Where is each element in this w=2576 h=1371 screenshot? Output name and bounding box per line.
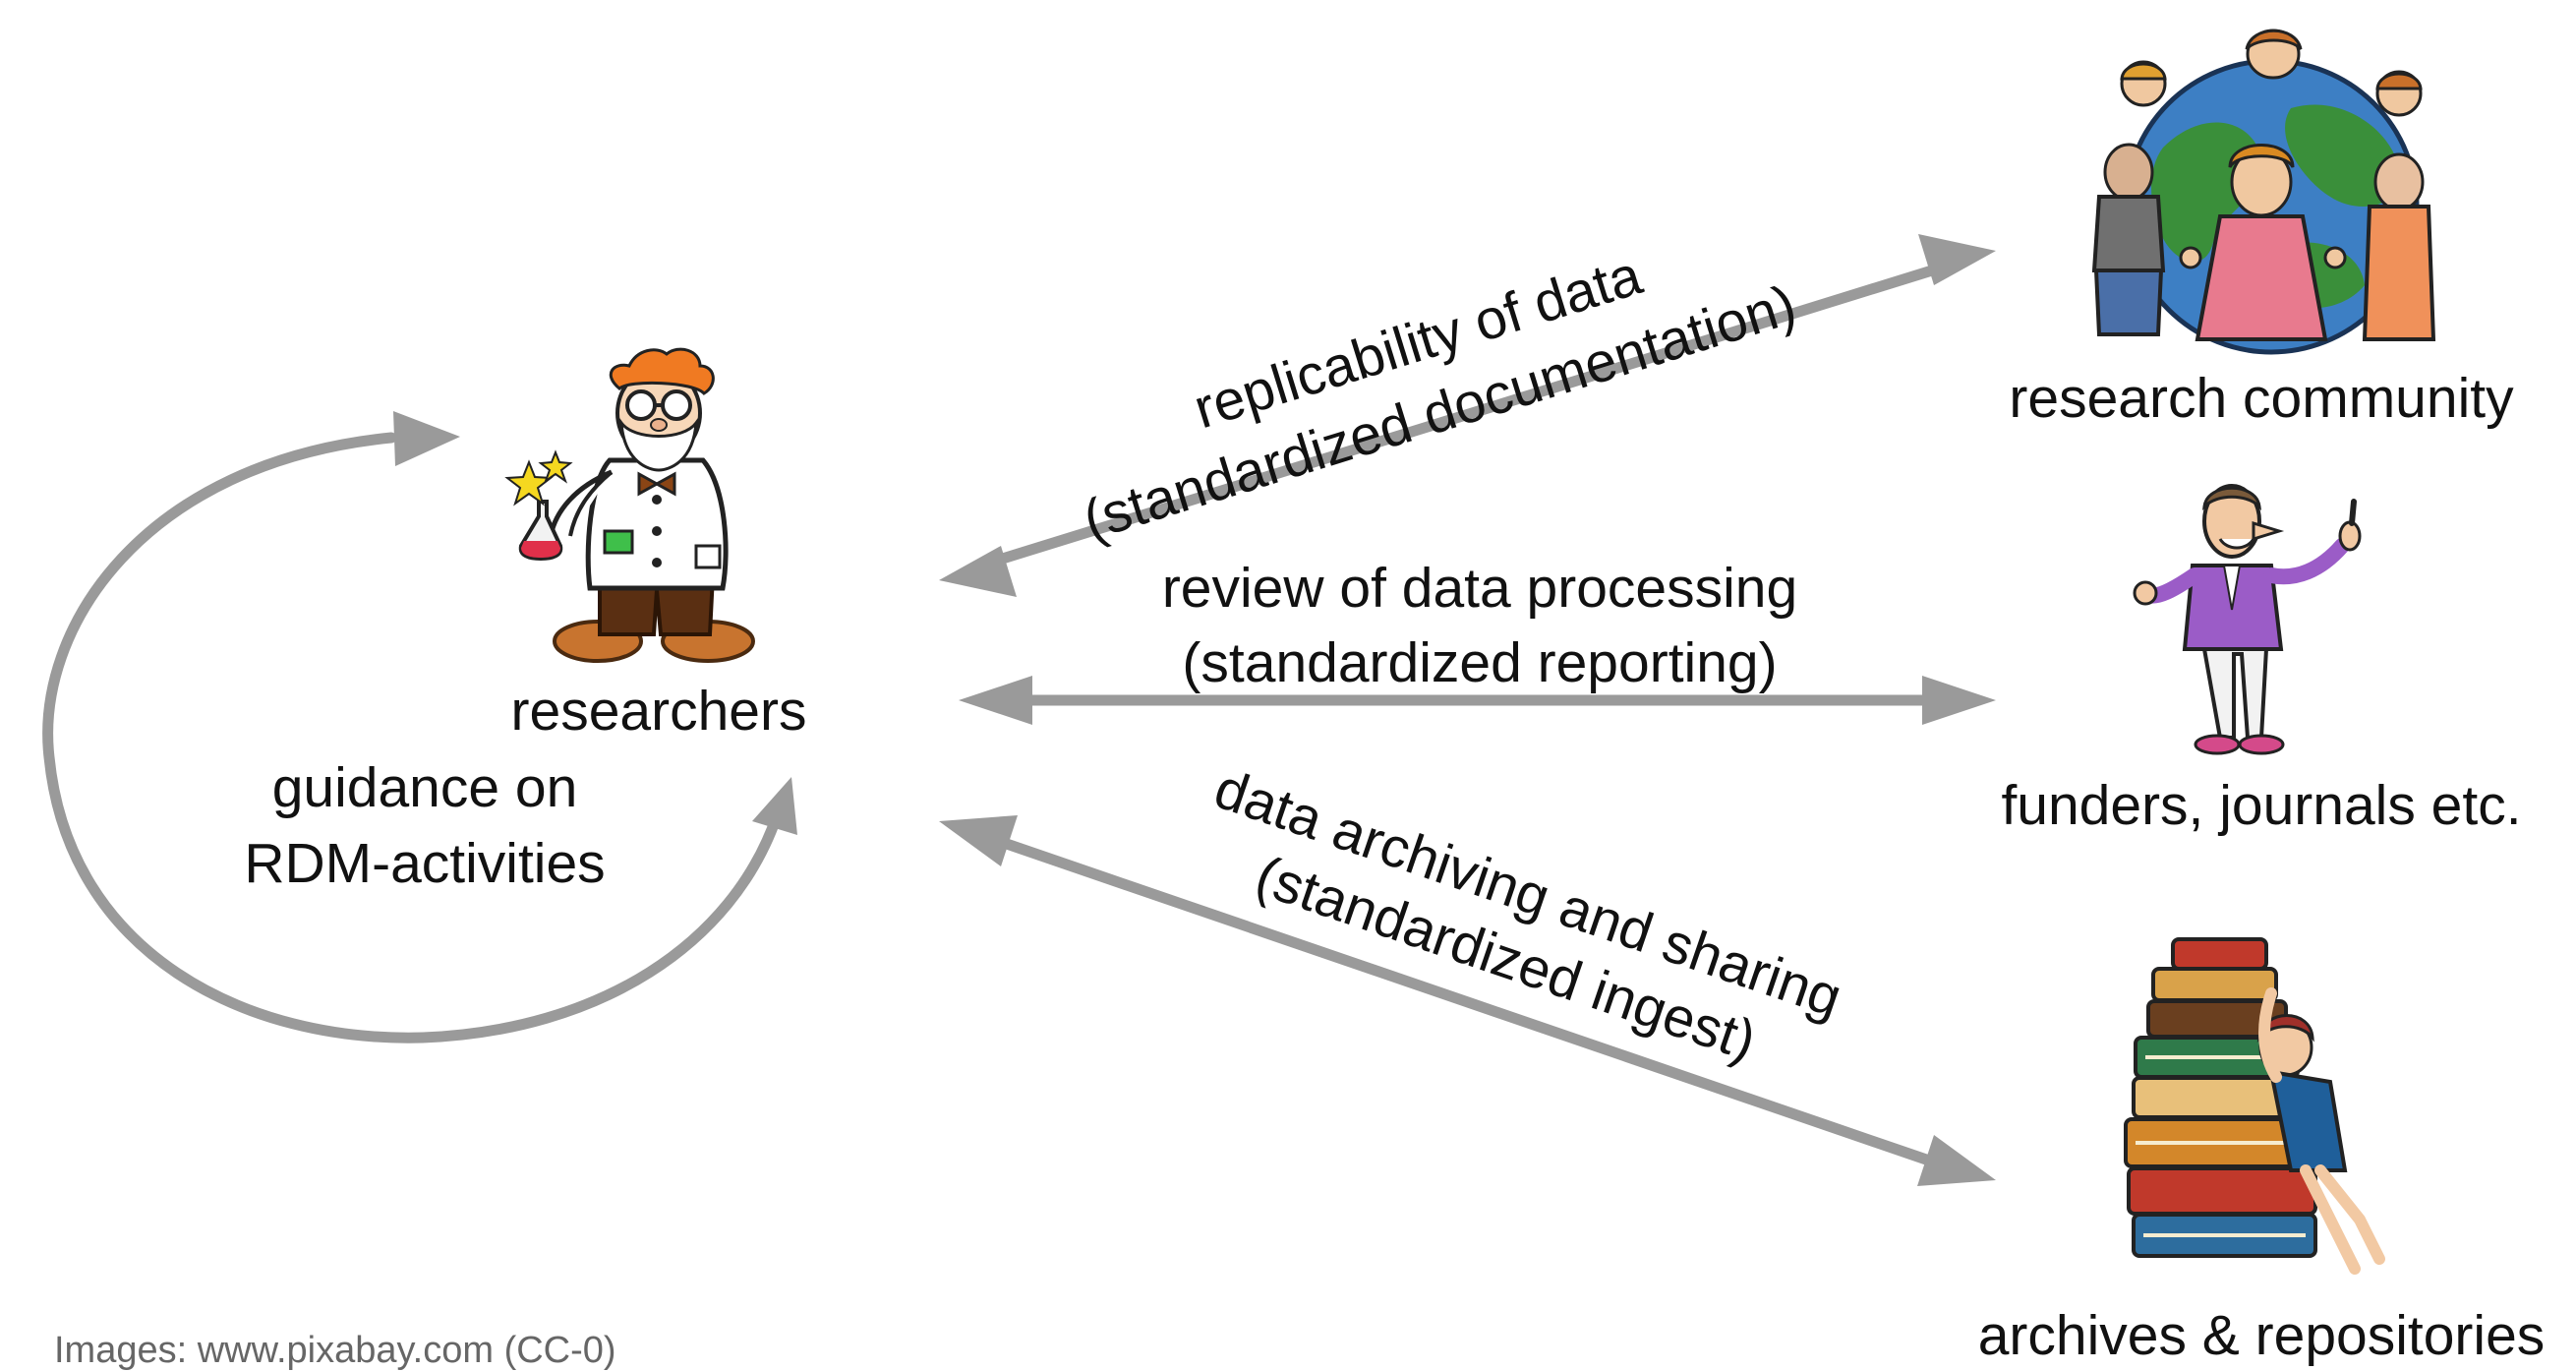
arrow-archives-shaft — [996, 835, 1934, 1167]
loop-arrowhead-top — [393, 411, 460, 466]
arrow-community — [939, 234, 1996, 597]
arrow-community-head-right — [1918, 234, 1996, 285]
edge-funders-line1: review of data processing — [1162, 557, 1797, 620]
arrow-funders-head-left — [959, 676, 1032, 725]
node-label-archives: archives & repositories — [1978, 1304, 2546, 1367]
arrow-archives — [939, 815, 1996, 1186]
loop-arrowhead-bottom — [752, 777, 797, 835]
arrow-community-head-left — [939, 546, 1017, 597]
scientist-icon — [504, 347, 755, 663]
arrow-funders — [959, 676, 1996, 725]
loop-arc — [42, 432, 783, 1043]
node-label-research-community: research community — [2009, 367, 2514, 430]
arrow-archives-head-right — [1917, 1135, 1996, 1186]
arrow-community-shaft — [991, 265, 1934, 567]
people-around-globe-icon — [2091, 29, 2436, 355]
node-label-funders: funders, journals etc. — [2001, 774, 2521, 837]
node-label-researchers: researchers — [511, 680, 807, 743]
loop-label-line2: RDM-activities — [244, 832, 605, 895]
edge-label-community: replicability of data (standardized docu… — [1077, 244, 1803, 553]
arrow-funders-head-right — [1922, 676, 1996, 725]
edge-funders-line2: (standardized reporting) — [1182, 631, 1777, 694]
arrow-archives-head-left — [939, 815, 1018, 866]
book-stack-icon — [2124, 937, 2385, 1275]
presenter-man-icon — [2133, 484, 2362, 755]
edge-label-archives: data archiving and sharing (standardized… — [1207, 757, 1849, 1073]
loop-label-line1: guidance on — [272, 756, 578, 819]
image-credit: Images: www.pixabay.com (CC-0) — [54, 1330, 616, 1371]
guidance-loop — [42, 411, 797, 1043]
